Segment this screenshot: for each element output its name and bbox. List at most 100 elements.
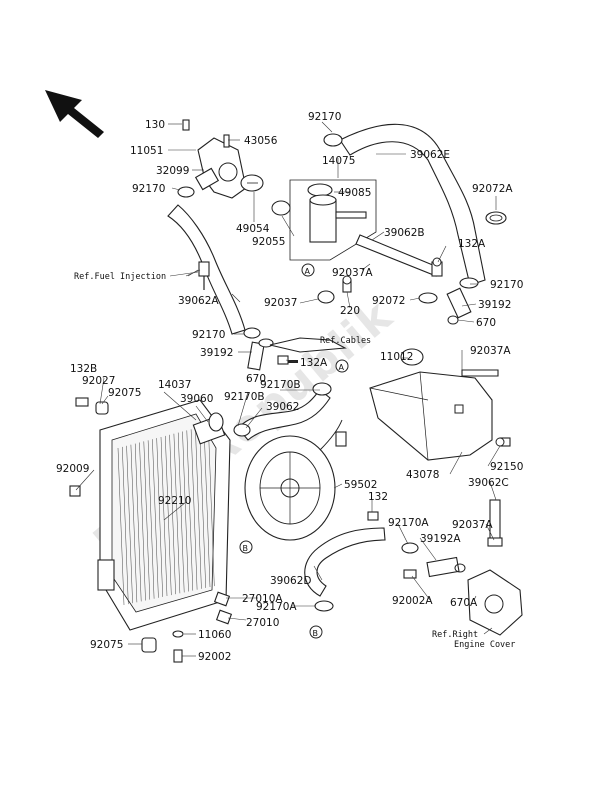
label-92037a-c: 92037A xyxy=(452,519,493,531)
label-39192-right: 39192 xyxy=(478,299,511,311)
label-92170b-b: 92170B xyxy=(224,391,265,403)
thermostat-49054 xyxy=(240,174,264,192)
leader-lines xyxy=(75,121,501,657)
radiator-fin xyxy=(190,429,198,590)
label-11012: 11012 xyxy=(380,351,413,363)
pipe-39192a xyxy=(426,556,466,578)
label-27010a: 27010A xyxy=(242,593,283,605)
radiator-fin xyxy=(122,446,129,605)
bolt-92009 xyxy=(69,485,81,497)
bolt-132a-right xyxy=(431,257,443,277)
label-132b: 132B xyxy=(70,363,97,375)
label-132a-middle: 132A xyxy=(300,357,328,369)
label-39192a: 39192A xyxy=(420,533,461,545)
label-39060: 39060 xyxy=(180,393,213,405)
radiator-fin xyxy=(199,427,206,588)
label-92170-middle: 92170 xyxy=(192,329,225,341)
label-92055: 92055 xyxy=(252,236,285,248)
front-direction-arrow xyxy=(45,90,104,138)
label-39062e: 39062E xyxy=(410,149,450,161)
label-132a-right: 132A xyxy=(458,238,486,250)
oring-92055 xyxy=(271,200,291,216)
label-92170-left: 92170 xyxy=(132,183,165,195)
label-49054: 49054 xyxy=(236,223,270,235)
label-92075-upper: 92075 xyxy=(108,387,141,399)
radiator-fin xyxy=(182,431,189,592)
label-39062a: 39062A xyxy=(178,295,219,307)
filler-neck-box xyxy=(289,179,377,261)
radiator-fin xyxy=(152,439,159,598)
radiator-fin xyxy=(169,434,176,595)
clamp-92170-middle xyxy=(243,327,261,339)
label-39062: 39062 xyxy=(266,401,299,413)
radiator-fin xyxy=(130,444,138,603)
ref-right-engine-cover-line1: Ref.Right xyxy=(432,630,478,640)
radiator-fin xyxy=(147,440,155,599)
label-92075-lower: 92075 xyxy=(90,639,123,651)
radiator-fins xyxy=(117,424,215,606)
ref-cables: Ref.Cables xyxy=(320,336,371,346)
callout-a-mid: A xyxy=(335,359,349,373)
label-92170-top: 92170 xyxy=(308,111,341,123)
radiator-fin xyxy=(173,433,181,594)
reserve-tank-cap-11012 xyxy=(400,348,424,366)
radiator-fin xyxy=(156,438,163,597)
label-11051: 11051 xyxy=(130,145,163,157)
radiator-fin xyxy=(195,428,202,589)
label-43078: 43078 xyxy=(406,469,439,481)
clamp-92170-top xyxy=(323,133,343,147)
label-14075: 14075 xyxy=(322,155,355,167)
label-49085: 49085 xyxy=(338,187,371,199)
svg-text:B: B xyxy=(313,629,319,638)
radiator-fin xyxy=(139,442,146,601)
label-59502: 59502 xyxy=(344,479,377,491)
svg-text:A: A xyxy=(305,267,311,276)
label-39192-middle: 39192 xyxy=(200,347,233,359)
label-14037: 14037 xyxy=(158,379,191,391)
clamp-92072 xyxy=(418,292,438,304)
label-670-middle: 670 xyxy=(246,373,266,385)
label-92037a-a: 92037A xyxy=(332,267,373,279)
radiator-fin xyxy=(165,435,172,596)
label-670-right: 670 xyxy=(476,317,496,329)
label-92002: 92002 xyxy=(198,651,231,663)
label-92170b-a: 92170B xyxy=(260,379,301,391)
svg-text:A: A xyxy=(339,363,345,372)
callout-a-top: A xyxy=(301,263,315,277)
label-92170-right: 92170 xyxy=(490,279,523,291)
hose-39062e xyxy=(339,123,486,286)
label-132: 132 xyxy=(368,491,388,503)
bolt-92002 xyxy=(173,649,183,663)
bolt-92150 xyxy=(495,437,511,447)
fitting-39192-middle xyxy=(247,338,274,371)
label-92170a-b: 92170A xyxy=(256,601,297,613)
washer-11060 xyxy=(172,630,184,638)
label-92002a: 92002A xyxy=(392,595,433,607)
radiator-fin xyxy=(126,445,133,604)
clamp-92037 xyxy=(317,275,352,304)
fan-switch-27010 xyxy=(213,591,233,625)
svg-text:B: B xyxy=(243,544,249,553)
thermostat-housing xyxy=(182,119,247,199)
fitting-39192-right xyxy=(446,277,479,325)
label-92150: 92150 xyxy=(490,461,523,473)
radiator-fin xyxy=(117,447,125,606)
clamp-92170-left xyxy=(177,186,195,198)
bolt-132 xyxy=(367,511,379,521)
label-92072: 92072 xyxy=(372,295,405,307)
radiator-fin xyxy=(160,436,168,597)
callout-b-upper: B xyxy=(239,540,253,554)
label-39062b: 39062B xyxy=(384,227,425,239)
radiator-fin xyxy=(203,425,211,588)
right-engine-cover xyxy=(467,569,523,636)
cable-bracket xyxy=(269,337,347,353)
part-labels: 130 43056 92170 11051 32099 14075 39062E… xyxy=(56,111,523,663)
reference-notes: Ref.Fuel Injection Ref.Cables Ref.Right … xyxy=(74,271,515,650)
reserve-tank-43078 xyxy=(369,371,493,461)
hose-39062d xyxy=(304,527,386,597)
radiator-fin xyxy=(134,443,142,602)
label-27010: 27010 xyxy=(246,617,279,629)
temperature-sensor xyxy=(198,261,210,290)
radiator-core xyxy=(97,399,231,631)
